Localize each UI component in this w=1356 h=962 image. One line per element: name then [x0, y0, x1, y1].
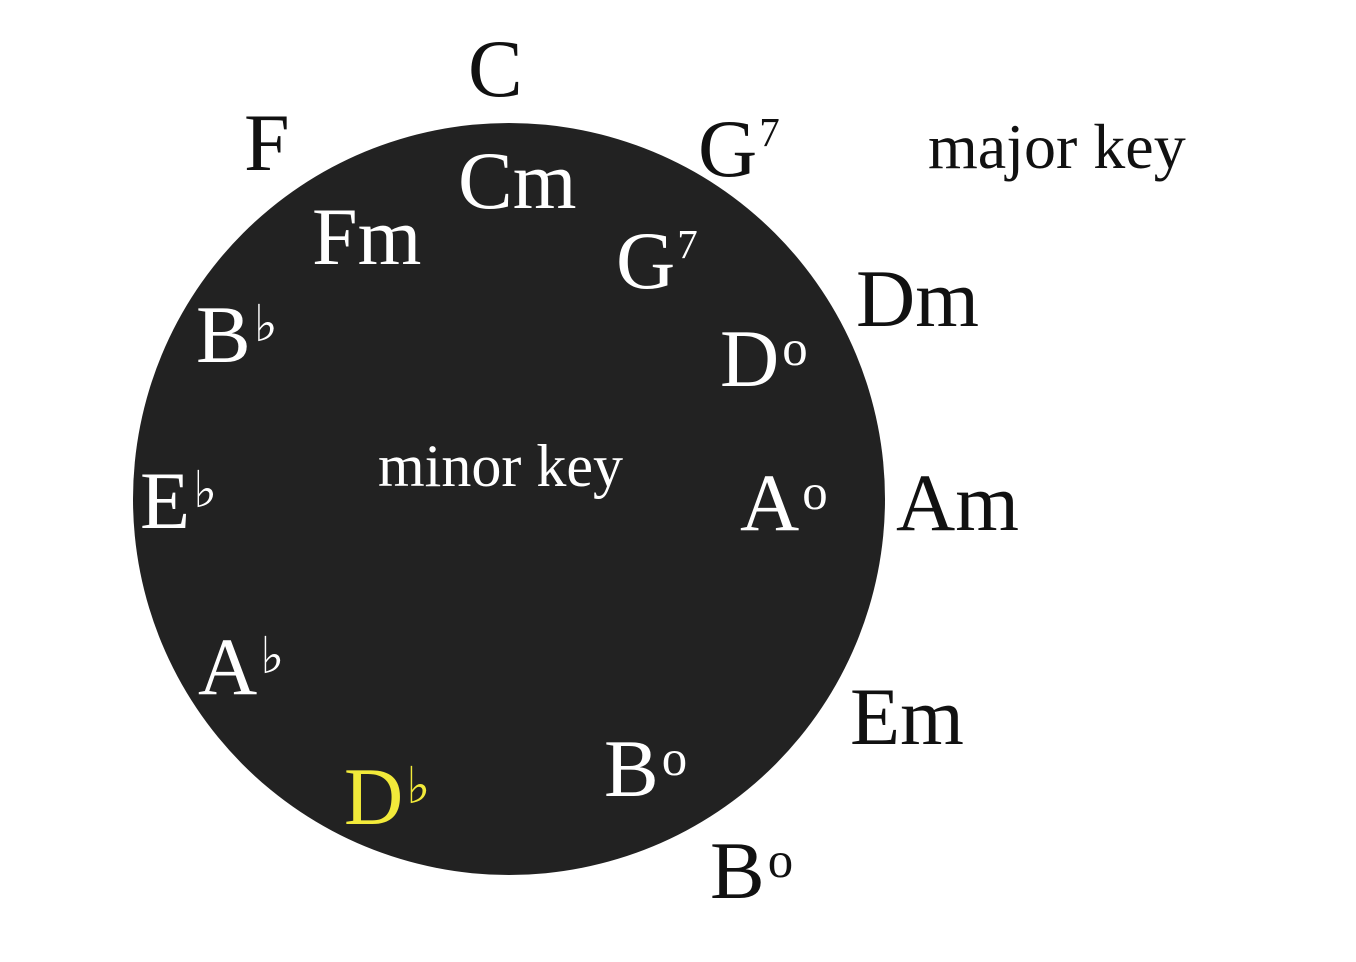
- major-chord-em: Em: [850, 671, 964, 762]
- minor-chord-cm: Cm: [458, 135, 577, 226]
- minor-chord-fm: Fm: [312, 191, 422, 282]
- minor-chord-dflat-highlighted: D♭: [344, 751, 431, 842]
- major-chord-f: F: [244, 97, 290, 188]
- major-chord-c: C: [468, 23, 523, 114]
- minor-chord-adim: Ao: [740, 457, 828, 548]
- major-key-label: major key: [928, 111, 1186, 182]
- minor-chord-aflat: A♭: [198, 621, 285, 712]
- minor-chord-bflat: B♭: [196, 289, 278, 380]
- minor-chord-ddim: Do: [720, 313, 808, 404]
- minor-key-label: minor key: [378, 433, 623, 499]
- minor-chord-g7: G7: [616, 215, 698, 306]
- minor-chord-eflat: E♭: [140, 455, 218, 546]
- major-chord-dm: Dm: [856, 253, 979, 344]
- major-chord-bdim: Bo: [710, 825, 794, 916]
- minor-key-disc: [133, 123, 885, 875]
- minor-chord-bdim: Bo: [604, 723, 688, 814]
- major-chord-g7: G7: [698, 103, 780, 194]
- major-chord-am: Am: [896, 457, 1019, 548]
